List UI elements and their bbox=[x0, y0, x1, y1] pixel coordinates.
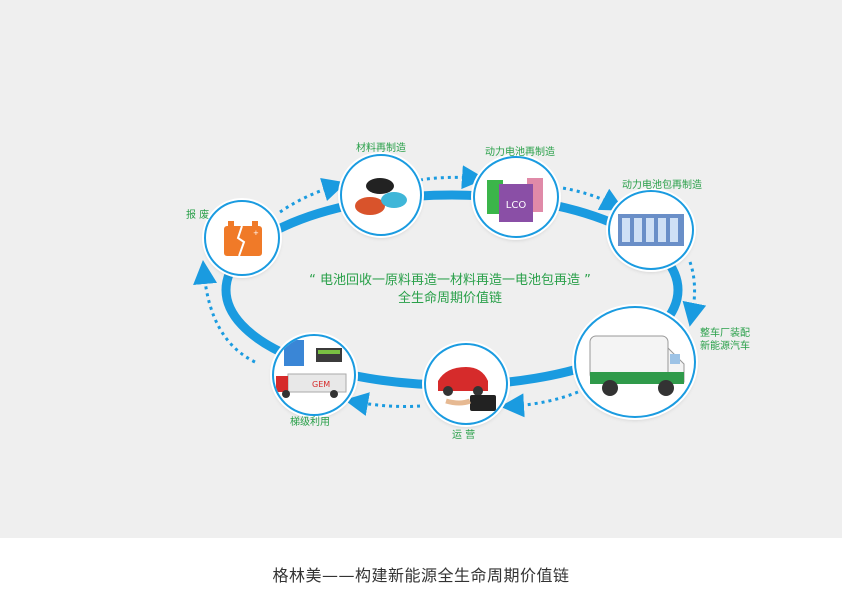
center-line-2: 全生命周期价值链 bbox=[397, 291, 502, 306]
label-pack: 动力电池包再制造 bbox=[622, 180, 702, 191]
cascade-icon: GEM bbox=[276, 340, 347, 398]
label-cascade: 梯级利用 bbox=[290, 417, 330, 428]
label-cell: 动力电池再制造 bbox=[485, 147, 555, 158]
diagram-panel: + 报 废 材料再制造 LCO 动力电池再制造 动力电池包再制造 bbox=[0, 0, 842, 538]
label-material: 材料再制造 bbox=[356, 143, 406, 154]
material-powder-icon bbox=[355, 178, 407, 215]
svg-text:+: + bbox=[253, 229, 259, 237]
arrow-cell-to-pack bbox=[555, 185, 625, 211]
battery-cell-icon: LCO bbox=[487, 178, 543, 222]
center-line-1: “ 电池回收一原料再造一材料再造一电池包再造 ” bbox=[309, 273, 591, 288]
node-pack bbox=[608, 190, 694, 270]
node-cascade: GEM bbox=[272, 334, 356, 416]
arrow-operation-to-cascade bbox=[344, 392, 421, 416]
lifecycle-ring bbox=[193, 165, 707, 418]
building-icon bbox=[284, 340, 304, 366]
label-operation: 运 营 bbox=[452, 430, 476, 441]
node-cell: LCO bbox=[473, 156, 559, 238]
node-scrap: + bbox=[204, 200, 280, 276]
arrow-vehicle-to-operation bbox=[500, 390, 579, 418]
label-scrap: 报 废 bbox=[186, 210, 210, 221]
center-text: “ 电池回收一原料再造一材料再造一电池包再造 ” 全生命周期价值链 bbox=[300, 272, 600, 308]
node-material bbox=[340, 154, 422, 236]
label-vehicle-2: 新能源汽车 bbox=[700, 341, 750, 352]
label-vehicle-1: 整车厂装配 bbox=[700, 328, 750, 339]
car-icon bbox=[438, 367, 496, 411]
node-vehicle bbox=[574, 306, 696, 418]
page-caption: 格林美——构建新能源全生命周期价值链 bbox=[272, 566, 570, 585]
arrow-scrap-to-material bbox=[279, 177, 347, 214]
cell-text: LCO bbox=[506, 200, 527, 211]
truck-brand: GEM bbox=[312, 380, 330, 389]
node-operation bbox=[424, 343, 508, 425]
arrow-cascade-to-scrap bbox=[193, 260, 256, 364]
battery-pack-icon bbox=[618, 214, 684, 246]
arrow-material-to-cell bbox=[419, 165, 486, 190]
battery-icon: + bbox=[224, 221, 262, 257]
charger-icon bbox=[470, 395, 496, 411]
van-icon bbox=[589, 335, 685, 396]
